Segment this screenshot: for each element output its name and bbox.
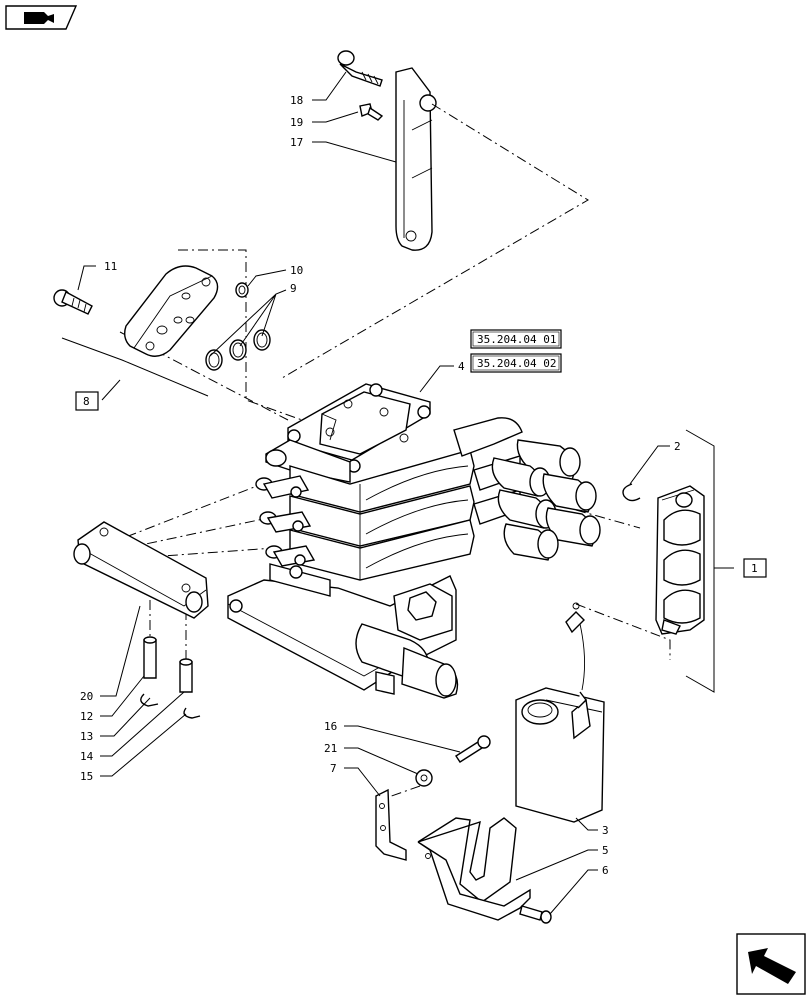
- pin-14: [179, 658, 193, 693]
- svg-text:35.204.04 02: 35.204.04 02: [477, 357, 556, 370]
- callout-9[interactable]: 9: [290, 282, 297, 295]
- reservoir-3: [515, 602, 605, 823]
- reference-link-2[interactable]: 35.204.04 02: [470, 353, 562, 373]
- bolt-11: [53, 289, 93, 315]
- axis-line: [119, 331, 289, 421]
- bolt-18: [337, 50, 383, 87]
- screw-19: [359, 103, 384, 121]
- washer-21: [415, 769, 433, 787]
- next-arrow-icon[interactable]: [736, 933, 806, 995]
- callout-12[interactable]: 12: [80, 710, 93, 723]
- flange-plate: [123, 265, 219, 357]
- callout-16[interactable]: 16: [324, 720, 337, 733]
- axis-line: [178, 249, 303, 421]
- svg-text:8: 8: [83, 395, 90, 408]
- spool-ends: [255, 475, 316, 567]
- lever-link-20: [73, 521, 209, 619]
- clip-15: [183, 707, 201, 719]
- strap-bracket-5: [417, 817, 531, 921]
- o-rings-9: [205, 329, 271, 371]
- svg-text:1: 1: [751, 562, 758, 575]
- callout-18[interactable]: 18: [290, 94, 303, 107]
- callout-7[interactable]: 7: [330, 762, 337, 775]
- callout-14[interactable]: 14: [80, 750, 94, 763]
- clip-13: [140, 693, 159, 707]
- callout-10[interactable]: 10: [290, 264, 303, 277]
- leader-lines: [61, 71, 734, 915]
- back-arrow-icon[interactable]: [5, 5, 78, 30]
- callout-3[interactable]: 3: [602, 824, 609, 837]
- axis-line: [575, 509, 641, 529]
- coupler-bracket-1: [655, 485, 705, 635]
- pin-12: [143, 636, 157, 679]
- box-callout-1[interactable]: 1: [743, 558, 767, 578]
- box-callout-8[interactable]: 8: [75, 391, 99, 411]
- bracket-17: [395, 67, 437, 251]
- callout-5[interactable]: 5: [602, 844, 609, 857]
- bracket-7: [375, 788, 407, 861]
- bolt-16: [455, 735, 491, 763]
- callout-11[interactable]: 11: [104, 260, 117, 273]
- quick-couplers: [491, 439, 601, 561]
- o-ring-10: [235, 282, 249, 298]
- callout-6[interactable]: 6: [602, 864, 609, 877]
- callout-21[interactable]: 21: [324, 742, 337, 755]
- callout-4[interactable]: 4: [458, 360, 465, 373]
- callout-19[interactable]: 19: [290, 116, 303, 129]
- callout-15[interactable]: 15: [80, 770, 93, 783]
- axis-line: [281, 103, 589, 379]
- svg-text:35.204.04 01: 35.204.04 01: [477, 333, 556, 346]
- callout-17[interactable]: 17: [290, 136, 303, 149]
- callout-20[interactable]: 20: [80, 690, 93, 703]
- circlip-2: [622, 483, 641, 502]
- callout-2[interactable]: 2: [674, 440, 681, 453]
- axis-line: [149, 600, 187, 660]
- callout-13[interactable]: 13: [80, 730, 93, 743]
- axis-line: [575, 603, 671, 660]
- group-bracket: [685, 429, 715, 693]
- bolt-6: [519, 905, 552, 924]
- reference-link-1[interactable]: 35.204.04 01: [470, 329, 562, 349]
- control-valve-4: [227, 383, 601, 699]
